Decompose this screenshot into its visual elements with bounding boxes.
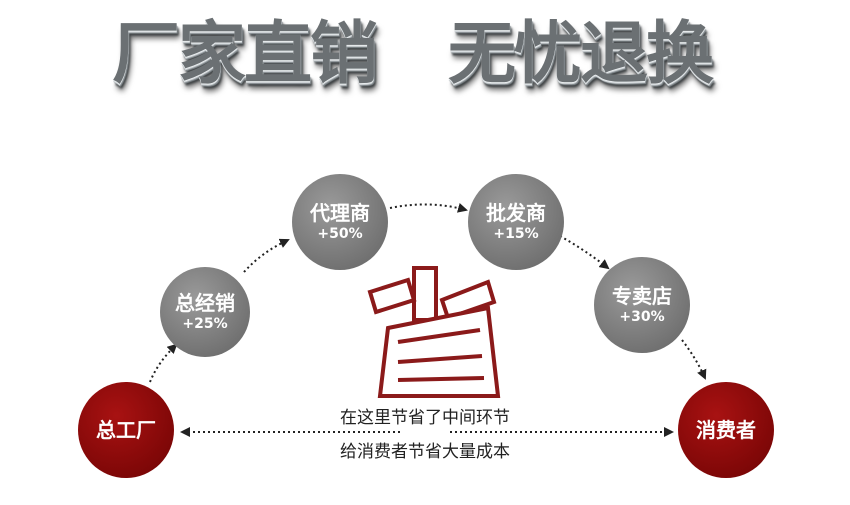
node-distributor-circle — [160, 267, 250, 357]
node-agent-label: 代理商 — [310, 201, 370, 225]
connector-factory-distributor — [149, 343, 178, 383]
node-consumer: 消费者 — [671, 418, 781, 442]
node-store: 专卖店 +30% — [587, 284, 697, 326]
connector-agent-wholesaler — [389, 203, 468, 213]
save-glyph-graphic — [367, 266, 501, 398]
node-agent-circle — [292, 174, 388, 270]
node-wholesaler-pct: +15% — [493, 226, 539, 242]
connector-distributor-agent — [243, 238, 290, 273]
node-factory: 总工厂 — [71, 418, 181, 442]
node-consumer-circle — [678, 382, 774, 478]
headline-worry-free-return: 无忧退换 — [448, 15, 714, 94]
savings-note-line1: 在这里节省了中间环节 — [340, 408, 510, 428]
node-factory-circle — [78, 382, 174, 478]
node-distributor: 总经销 +25% — [150, 291, 260, 333]
node-store-pct: +30% — [619, 309, 665, 325]
node-agent-pct: +50% — [317, 226, 363, 242]
node-wholesaler-label: 批发商 — [486, 201, 546, 225]
node-store-circle — [594, 257, 690, 353]
savings-note-line2: 给消费者节省大量成本 — [340, 442, 510, 462]
node-store-label: 专卖店 — [612, 284, 672, 308]
node-consumer-label: 消费者 — [696, 418, 756, 442]
connector-store-consumer — [681, 339, 707, 380]
node-distributor-label: 总经销 — [175, 291, 235, 315]
headline-direct-sale: 厂家直销 — [112, 15, 378, 94]
node-wholesaler: 批发商 +15% — [461, 201, 571, 243]
node-factory-label: 总工厂 — [96, 418, 156, 442]
node-agent: 代理商 +50% — [285, 201, 395, 243]
node-wholesaler-circle — [468, 174, 564, 270]
node-distributor-pct: +25% — [182, 316, 228, 332]
